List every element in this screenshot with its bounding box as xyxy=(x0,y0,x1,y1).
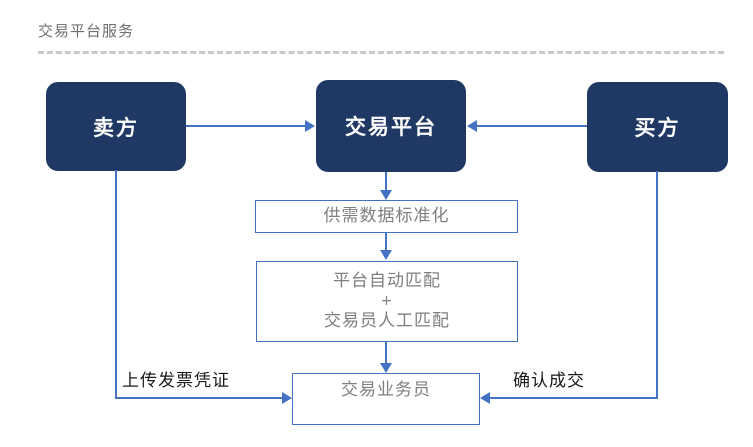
title-divider xyxy=(38,51,724,54)
process-box-standardize[interactable]: 供需数据标准化 xyxy=(255,200,518,233)
edge-label-confirm-deal: 确认成交 xyxy=(513,371,585,391)
connector-platform-to-standardize xyxy=(385,172,387,192)
connector-buyer-down xyxy=(656,171,658,399)
arrowhead-buyer-to-platform xyxy=(467,120,477,132)
process-box-operator[interactable]: 交易业务员 xyxy=(292,373,480,425)
arrowhead-buyer-to-operator xyxy=(480,392,490,404)
actor-label-platform: 交易平台 xyxy=(345,115,437,139)
process-label-standardize: 供需数据标准化 xyxy=(323,206,450,227)
page-title: 交易平台服务 xyxy=(38,22,135,40)
connector-seller-down xyxy=(115,170,117,399)
connector-standardize-to-matching xyxy=(385,233,387,251)
actor-box-seller[interactable]: 卖方 xyxy=(46,82,186,171)
process-label-matching-plus: + xyxy=(380,292,394,309)
arrowhead-seller-to-operator xyxy=(282,392,292,404)
connector-seller-to-operator xyxy=(115,397,283,399)
connector-matching-to-operator xyxy=(385,342,387,364)
arrowhead-standardize-to-matching xyxy=(380,250,392,260)
process-label-matching-manual: 交易员人工匹配 xyxy=(324,311,450,332)
edge-label-upload-invoice: 上传发票凭证 xyxy=(122,371,230,391)
arrowhead-matching-to-operator xyxy=(380,363,392,373)
arrowhead-seller-to-platform xyxy=(305,120,315,132)
connector-buyer-to-operator xyxy=(490,397,658,399)
arrowhead-platform-to-standardize xyxy=(380,190,392,200)
connector-buyer-to-platform xyxy=(477,125,587,127)
actor-box-platform[interactable]: 交易平台 xyxy=(316,80,466,172)
connector-seller-to-platform xyxy=(186,125,306,127)
process-box-matching[interactable]: 平台自动匹配 + 交易员人工匹配 xyxy=(256,261,518,342)
actor-label-seller: 卖方 xyxy=(93,115,139,140)
process-label-operator: 交易业务员 xyxy=(341,380,431,400)
process-label-matching-auto: 平台自动匹配 xyxy=(333,271,441,292)
actor-box-buyer[interactable]: 买方 xyxy=(587,82,728,172)
actor-label-buyer: 买方 xyxy=(634,116,681,140)
